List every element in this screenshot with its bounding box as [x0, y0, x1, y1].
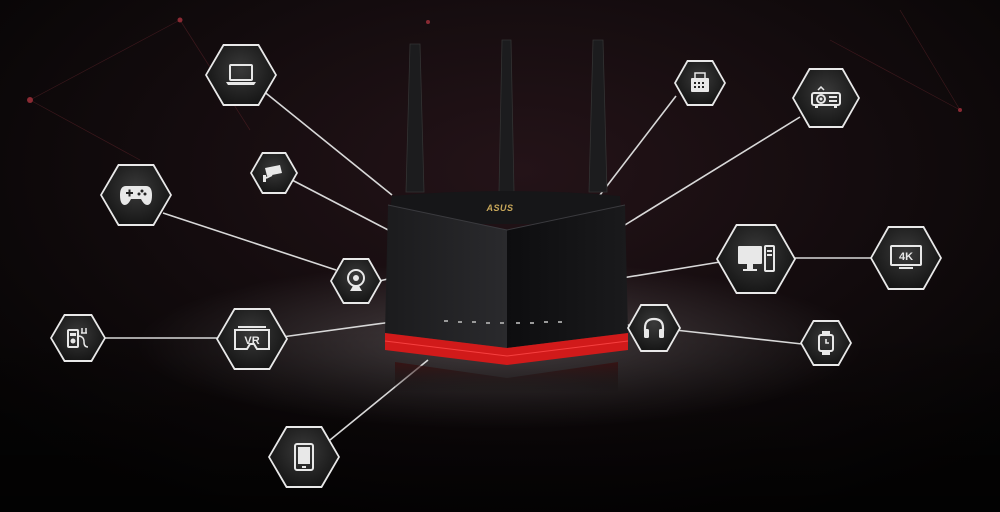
smartwatch-hexagon [800, 320, 852, 366]
antenna-left [405, 43, 425, 193]
smartwatch-icon [818, 331, 834, 355]
antenna-center [498, 39, 515, 193]
laptop-icon [226, 64, 256, 85]
vr-label: VR [244, 335, 259, 347]
antenna-right [588, 39, 608, 193]
webcam-icon [347, 269, 365, 291]
security-camera-icon [263, 165, 282, 182]
fax-machine-hexagon [674, 60, 726, 106]
status-leds [444, 320, 562, 324]
fax-machine-icon [691, 72, 709, 92]
headphones-icon [643, 317, 665, 338]
headphones-hexagon [627, 304, 681, 352]
music-player-icon [67, 328, 89, 348]
security-camera-hexagon [250, 152, 298, 194]
tablet-icon [294, 443, 314, 471]
tablet-hexagon [268, 426, 340, 488]
vr-headset-icon: VR [234, 326, 270, 350]
router-accent-strip [385, 333, 628, 365]
game-controller-icon [120, 186, 152, 205]
4k-label: 4K [899, 251, 913, 263]
vr-headset-hexagon: VR [216, 308, 288, 370]
router-brand-logo: ASUS [486, 203, 514, 213]
4k-tv-icon: 4K [890, 245, 922, 269]
desktop-computer-icon [738, 245, 775, 272]
projector-icon [811, 86, 841, 108]
